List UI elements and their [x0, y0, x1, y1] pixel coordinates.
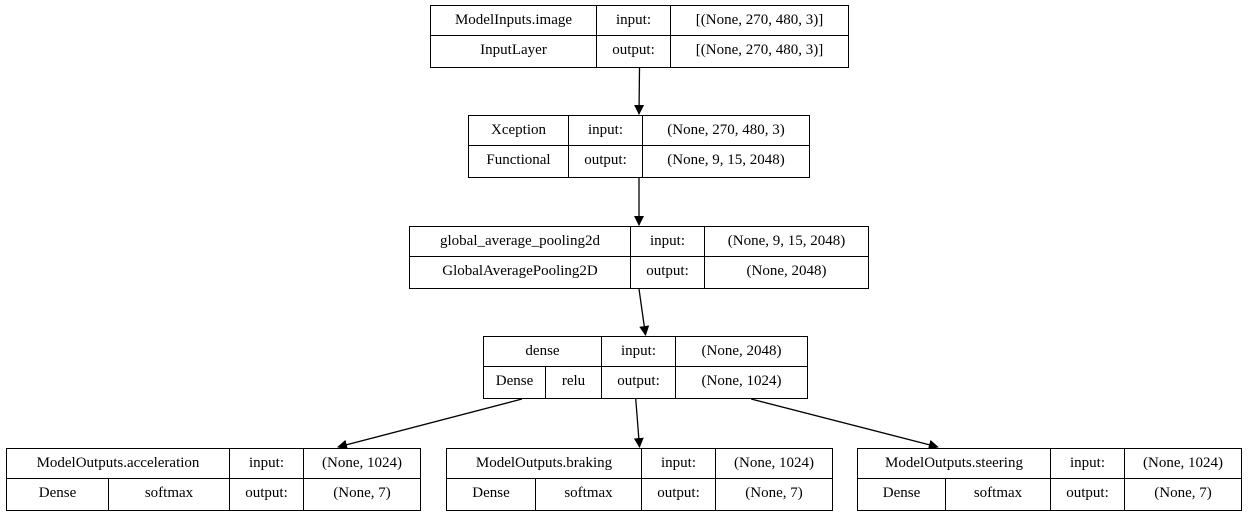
edge-gap-to-dense — [638, 288, 650, 336]
output-label: output: — [657, 485, 700, 501]
layer-node-output-acceleration[interactable]: ModelOutputs.acceleration input: (None, … — [6, 448, 421, 511]
layer-name: ModelOutputs.braking — [475, 455, 613, 471]
layer-name: ModelInputs.image — [454, 12, 573, 28]
row-divider — [469, 145, 809, 146]
edge-dense-to-steer — [750, 398, 939, 450]
column-divider — [601, 337, 602, 398]
output-shape: (None, 7) — [333, 485, 391, 501]
edge-dense-to-accel — [337, 398, 523, 450]
layer-activation: relu — [561, 373, 586, 389]
input-label: input: — [615, 12, 651, 28]
output-shape: [(None, 270, 480, 3)] — [695, 42, 824, 58]
row-divider — [858, 478, 1241, 479]
row-divider — [7, 478, 420, 479]
layer-class: Dense — [882, 485, 921, 501]
output-shape: (None, 2048) — [746, 263, 827, 279]
layer-activation: softmax — [144, 485, 194, 501]
layer-class: Dense — [38, 485, 77, 501]
layer-class: Functional — [486, 152, 551, 168]
output-label: output: — [1066, 485, 1109, 501]
layer-node-output-steering[interactable]: ModelOutputs.steering input: (None, 1024… — [857, 448, 1242, 511]
output-label: output: — [584, 152, 627, 168]
row-divider — [410, 256, 868, 257]
layer-name: global_average_pooling2d — [440, 233, 600, 249]
column-divider — [670, 6, 671, 67]
input-label: input: — [620, 343, 656, 359]
column-divider — [630, 227, 631, 288]
column-divider — [568, 116, 569, 177]
row-divider — [447, 478, 832, 479]
row-divider — [484, 366, 807, 367]
input-label: input: — [248, 455, 284, 471]
output-label: output: — [617, 373, 660, 389]
layer-class: Dense — [472, 485, 510, 501]
layer-node-global-average-pooling2d[interactable]: global_average_pooling2d input: (None, 9… — [409, 226, 869, 289]
column-divider — [229, 449, 230, 510]
layer-activation: softmax — [973, 485, 1023, 501]
output-shape: (None, 9, 15, 2048) — [667, 152, 785, 168]
layer-node-xception[interactable]: Xception input: (None, 270, 480, 3) Func… — [468, 115, 810, 178]
layer-name: ModelOutputs.acceleration — [36, 455, 200, 471]
column-divider — [1124, 449, 1125, 510]
column-divider — [945, 479, 946, 510]
column-divider — [596, 6, 597, 67]
input-label: input: — [587, 122, 623, 138]
output-shape: (None, 7) — [745, 485, 803, 501]
layer-class: InputLayer — [480, 42, 547, 58]
input-shape: (None, 2048) — [701, 343, 782, 359]
edge-dense-to-brake — [633, 398, 644, 448]
layer-name: dense — [525, 343, 560, 359]
input-shape: (None, 1024) — [734, 455, 814, 471]
input-label: input: — [649, 233, 685, 249]
column-divider — [303, 449, 304, 510]
input-shape: (None, 9, 15, 2048) — [727, 233, 846, 249]
column-divider — [1050, 449, 1051, 510]
column-divider — [675, 337, 676, 398]
column-divider — [545, 367, 546, 398]
layer-node-inputs[interactable]: ModelInputs.image input: [(None, 270, 48… — [430, 5, 849, 68]
edge-inputs-to-xception — [634, 67, 645, 115]
layer-class: GlobalAveragePooling2D — [442, 263, 598, 279]
output-label: output: — [612, 42, 655, 58]
layer-node-output-braking[interactable]: ModelOutputs.braking input: (None, 1024)… — [446, 448, 833, 511]
column-divider — [704, 227, 705, 288]
column-divider — [108, 479, 109, 510]
input-label: input: — [660, 455, 696, 471]
layer-activation: softmax — [564, 485, 613, 501]
column-divider — [641, 449, 642, 510]
layer-name: ModelOutputs.steering — [885, 455, 1023, 471]
column-divider — [715, 449, 716, 510]
row-divider — [431, 35, 848, 36]
output-shape: (None, 1024) — [701, 373, 782, 389]
column-divider — [535, 479, 536, 510]
output-shape: (None, 7) — [1154, 485, 1212, 501]
input-shape: [(None, 270, 480, 3)] — [695, 12, 824, 28]
column-divider — [642, 116, 643, 177]
input-label: input: — [1069, 455, 1105, 471]
input-shape: (None, 1024) — [322, 455, 402, 471]
output-label: output: — [245, 485, 288, 501]
input-shape: (None, 270, 480, 3) — [667, 122, 785, 138]
layer-class: Dense — [495, 373, 534, 389]
layer-node-dense[interactable]: dense input: (None, 2048) Dense relu out… — [483, 336, 808, 399]
input-shape: (None, 1024) — [1143, 455, 1223, 471]
layer-name: Xception — [491, 122, 546, 138]
output-label: output: — [646, 263, 689, 279]
